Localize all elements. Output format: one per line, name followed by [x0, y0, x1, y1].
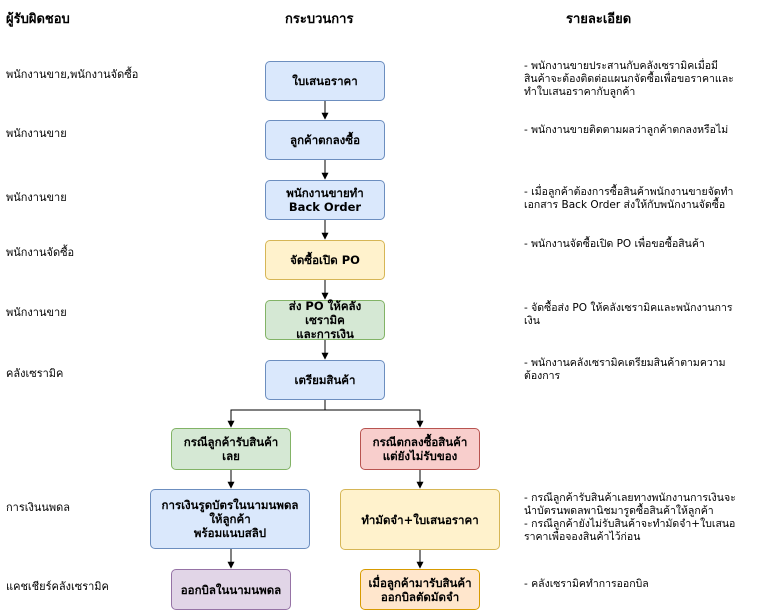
box-send-po[interactable]: ส่ง PO ให้คลังเซรามิค และการเงิน — [265, 299, 385, 341]
box-customer-agree[interactable]: ลูกค้าตกลงซื้อ — [265, 120, 385, 160]
box-open-po[interactable]: จัดซื้อเปิด PO — [265, 240, 385, 280]
responsible-row-3: พนักงานขาย — [6, 191, 67, 204]
box-quotation[interactable]: ใบเสนอราคา — [265, 61, 385, 101]
arrow-prepare-to-receive — [227, 400, 326, 428]
box-bill-nopadol[interactable]: ออกบิลในนามนพดล — [171, 569, 291, 610]
detail-row-8: - คลังเซรามิคทำการออกบิล — [524, 578, 649, 590]
responsible-row-8: แคชเชียร์คลังเซรามิค — [6, 580, 109, 593]
box-back-order[interactable]: พนักงานขายทำ Back Order — [265, 180, 385, 220]
box-prepare-goods[interactable]: เตรียมสินค้า — [265, 360, 385, 400]
responsible-row-7: การเงินนพดล — [6, 501, 71, 514]
box-bill-deposit[interactable]: เมื่อลูกค้ามารับสินค้า ออกบิลตัดมัดจำ — [360, 569, 480, 610]
detail-row-7: - กรณีลูกค้ารับสินค้าเลยทางพนักงานการเงิ… — [524, 492, 736, 543]
box-card-payment[interactable]: การเงินรูดบัตรในนามนพดล ให้ลูกค้า พร้อมแ… — [150, 489, 310, 549]
responsible-row-2: พนักงานขาย — [6, 127, 67, 140]
header-responsible: ผู้รับผิดชอบ — [6, 12, 70, 27]
responsible-row-4: พนักงานจัดซื้อ — [6, 246, 75, 259]
detail-row-1: - พนักงานขายประสานกับคลังเซรามิคเมื่อมี … — [524, 60, 734, 98]
header-details: รายละเอียด — [566, 12, 632, 27]
detail-row-3: - เมื่อลูกค้าต้องการซื้อสินค้าพนักงานขาย… — [524, 186, 734, 211]
responsible-row-1: พนักงานขาย,พนักงานจัดซื้อ — [6, 68, 139, 81]
detail-row-2: - พนักงานขายติดตามผลว่าลูกค้าตกลงหรือไม่ — [524, 124, 729, 136]
box-not-receive[interactable]: กรณีตกลงซื้อสินค้า แต่ยังไม่รับของ — [360, 428, 480, 470]
detail-row-4: - พนักงานจัดซื้อเปิด PO เพื่อขอซื้อสินค้… — [524, 238, 705, 250]
arrow-prepare-to-notreceive — [325, 409, 424, 428]
responsible-row-6: คลังเซรามิค — [6, 367, 64, 380]
box-deposit-quotation[interactable]: ทำมัดจำ+ใบเสนอราคา — [340, 489, 500, 550]
detail-row-5: - จัดซื้อส่ง PO ให้คลังเซรามิคและพนักงาน… — [524, 302, 733, 327]
responsible-row-5: พนักงานขาย — [6, 306, 67, 319]
detail-row-6: - พนักงานคลังเซรามิคเตรียมสินค้าตามความ … — [524, 357, 726, 382]
header-process: กระบวนการ — [285, 12, 354, 27]
box-receive-now[interactable]: กรณีลูกค้ารับสินค้า เลย — [171, 428, 291, 470]
